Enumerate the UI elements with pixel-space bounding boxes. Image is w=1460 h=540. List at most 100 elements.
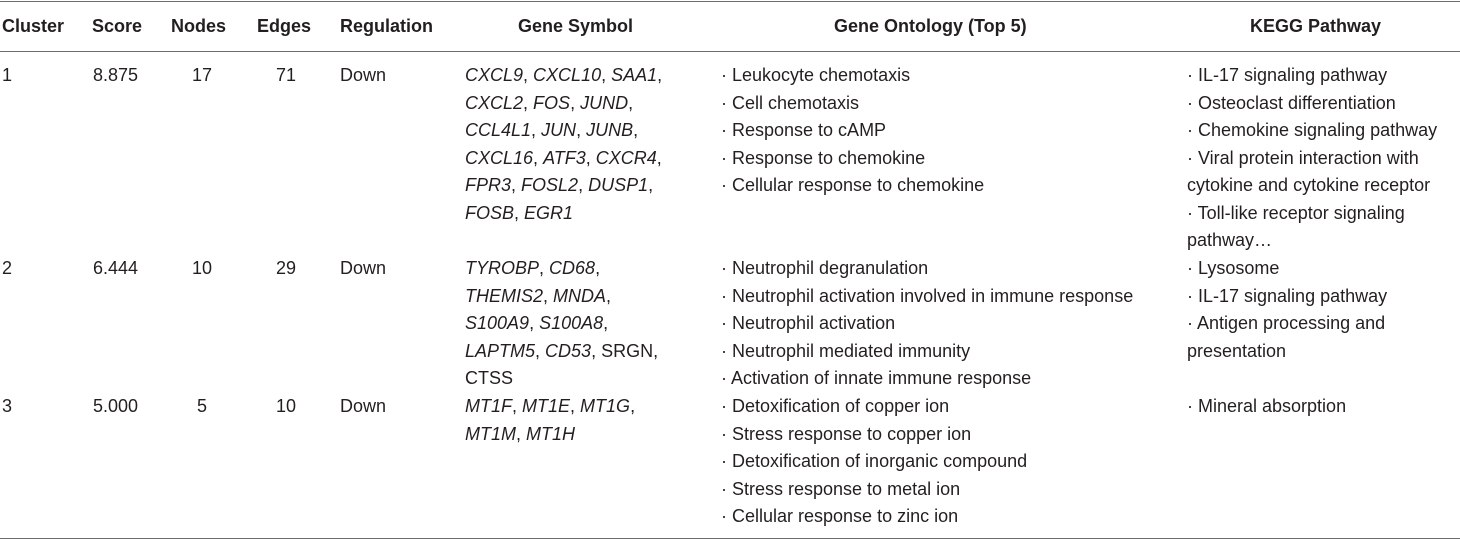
row1-edges: 71 bbox=[275, 65, 297, 85]
gene-symbol: S100A8 bbox=[539, 313, 604, 333]
gene-symbol-line: THEMIS2, MNDA, bbox=[465, 283, 658, 311]
gene-symbol: SAA1 bbox=[611, 65, 658, 85]
gene-separator: , bbox=[516, 423, 527, 444]
gene-separator: , bbox=[523, 65, 534, 85]
ontology-item: · Neutrophil activation involved in immu… bbox=[721, 285, 1134, 306]
kegg-line: presentation bbox=[1187, 340, 1287, 361]
gene-symbol: MT1G bbox=[580, 396, 631, 416]
gene-symbol: FOS bbox=[533, 92, 571, 113]
row2-cluster: 2 bbox=[2, 258, 13, 278]
gene-separator: , bbox=[603, 313, 609, 333]
row3-nodes: 5 bbox=[196, 396, 207, 416]
kegg-line: cytokine and cytokine receptor bbox=[1187, 175, 1431, 195]
gene-symbol-line: FOSB, EGR1 bbox=[465, 200, 662, 228]
header-rule bbox=[0, 51, 1460, 52]
gene-symbol: MT1F bbox=[465, 396, 512, 416]
row1-gene-symbols: CXCL9, CXCL10, SAA1,CXCL2, FOS, JUND,CCL… bbox=[465, 62, 662, 227]
gene-symbol: JUNB bbox=[586, 120, 634, 140]
gene-symbol: S100A9 bbox=[465, 313, 530, 333]
gene-separator: , bbox=[656, 147, 662, 168]
gene-separator: , bbox=[585, 147, 596, 168]
header-cluster: Cluster bbox=[2, 16, 65, 36]
gene-separator: , bbox=[601, 65, 612, 85]
kegg-line: · IL-17 signaling pathway bbox=[1187, 285, 1388, 306]
kegg-line: · Antigen processing and bbox=[1187, 313, 1386, 333]
gene-symbol: CD53 bbox=[545, 340, 592, 361]
kegg-line: · Mineral absorption bbox=[1187, 396, 1347, 416]
gene-symbol: DUSP1 bbox=[588, 175, 649, 195]
ontology-item: · Cellular response to chemokine bbox=[721, 175, 985, 195]
gene-symbol-line: TYROBP, CD68, bbox=[465, 255, 658, 283]
header-gene-symbol: Gene Symbol bbox=[518, 16, 634, 36]
gene-separator: , bbox=[570, 396, 581, 416]
ontology-item: · Response to cAMP bbox=[721, 120, 887, 140]
gene-separator: , bbox=[595, 258, 601, 278]
row1-nodes: 17 bbox=[191, 65, 213, 85]
gene-symbol-line: MT1M, MT1H bbox=[465, 421, 635, 449]
gene-symbol: FPR3 bbox=[465, 175, 512, 195]
gene-separator: , bbox=[533, 147, 544, 168]
kegg-line: pathway… bbox=[1187, 230, 1273, 250]
kegg-line: · Chemokine signaling pathway bbox=[1187, 120, 1438, 140]
header-nodes: Nodes bbox=[171, 16, 227, 36]
ontology-item: · Neutrophil activation bbox=[721, 313, 896, 333]
row2-gene-symbols: TYROBP, CD68,THEMIS2, MNDA,S100A9, S100A… bbox=[465, 255, 658, 393]
header-kegg-pathway: KEGG Pathway bbox=[1250, 16, 1382, 36]
row2-nodes: 10 bbox=[191, 258, 213, 278]
row3-gene-symbols: MT1F, MT1E, MT1G,MT1M, MT1H bbox=[465, 393, 635, 448]
ontology-item: · Stress response to copper ion bbox=[721, 423, 972, 444]
gene-symbol: THEMIS2 bbox=[465, 285, 544, 306]
gene-separator: , SRGN, bbox=[591, 340, 659, 361]
gene-symbol: LAPTM5 bbox=[465, 340, 536, 361]
gene-symbol: JUN bbox=[541, 120, 577, 140]
ontology-item: · Neutrophil degranulation bbox=[721, 258, 929, 278]
gene-symbol: CXCR4 bbox=[595, 147, 657, 168]
header-gene-ontology: Gene Ontology (Top 5) bbox=[834, 16, 1027, 36]
row1-cluster: 1 bbox=[2, 65, 13, 85]
row3-kegg-pathway: · Mineral absorption bbox=[1187, 393, 1346, 421]
row3-cluster: 3 bbox=[2, 396, 13, 416]
kegg-line: · Lysosome bbox=[1187, 258, 1280, 278]
gene-separator: , bbox=[606, 285, 612, 306]
header-score: Score bbox=[92, 16, 143, 36]
gene-symbol-line: CXCL9, CXCL10, SAA1, bbox=[465, 62, 662, 90]
gene-symbol-line: LAPTM5, CD53, SRGN, bbox=[465, 338, 658, 366]
header-regulation: Regulation bbox=[340, 16, 433, 36]
gene-symbol: CXCL16 bbox=[465, 147, 534, 168]
kegg-line: · Toll-like receptor signaling bbox=[1187, 202, 1405, 223]
ontology-item: · Leukocyte chemotaxis bbox=[721, 65, 911, 85]
gene-symbol: FOSB bbox=[465, 202, 515, 223]
gene-symbol: MNDA bbox=[553, 285, 607, 306]
gene-symbol: CXCL9 bbox=[465, 65, 524, 85]
gene-symbol-line: CXCL2, FOS, JUND, bbox=[465, 90, 662, 118]
row3-gene-ontology: · Detoxification of copper ion · Stress … bbox=[721, 393, 1027, 531]
row2-score: 6.444 bbox=[93, 258, 139, 278]
kegg-line: · IL-17 signaling pathway bbox=[1187, 65, 1388, 85]
row3-regulation: Down bbox=[340, 396, 387, 416]
gene-separator: , bbox=[628, 92, 634, 113]
gene-symbol: CXCL2 bbox=[465, 92, 524, 113]
gene-separator: , bbox=[633, 120, 639, 140]
gene-symbol: MT1H bbox=[526, 423, 576, 444]
gene-separator: , bbox=[531, 120, 542, 140]
header-edges: Edges bbox=[257, 16, 312, 36]
gene-symbol: TYROBP bbox=[465, 258, 540, 278]
ontology-item: · Stress response to metal ion bbox=[721, 478, 961, 499]
gene-separator: , bbox=[523, 92, 534, 113]
row2-edges: 29 bbox=[275, 258, 297, 278]
gene-symbol: CD68 bbox=[549, 258, 596, 278]
kegg-line: · Viral protein interaction with bbox=[1187, 147, 1419, 168]
gene-separator: , bbox=[512, 396, 523, 416]
gene-symbol-line: S100A9, S100A8, bbox=[465, 310, 658, 338]
gene-symbol: MT1M bbox=[465, 423, 516, 444]
row3-score: 5.000 bbox=[93, 396, 139, 416]
ontology-item: · Cellular response to zinc ion bbox=[721, 506, 959, 526]
gene-symbol: CXCL10 bbox=[533, 65, 602, 85]
bottom-rule bbox=[0, 538, 1460, 539]
gene-symbol-line: CXCL16, ATF3, CXCR4, bbox=[465, 145, 662, 173]
gene-symbol-line: CTSS bbox=[465, 365, 658, 393]
gene-separator: CTSS bbox=[465, 368, 514, 388]
gene-separator: , bbox=[648, 175, 654, 195]
gene-separator: , bbox=[543, 285, 554, 306]
